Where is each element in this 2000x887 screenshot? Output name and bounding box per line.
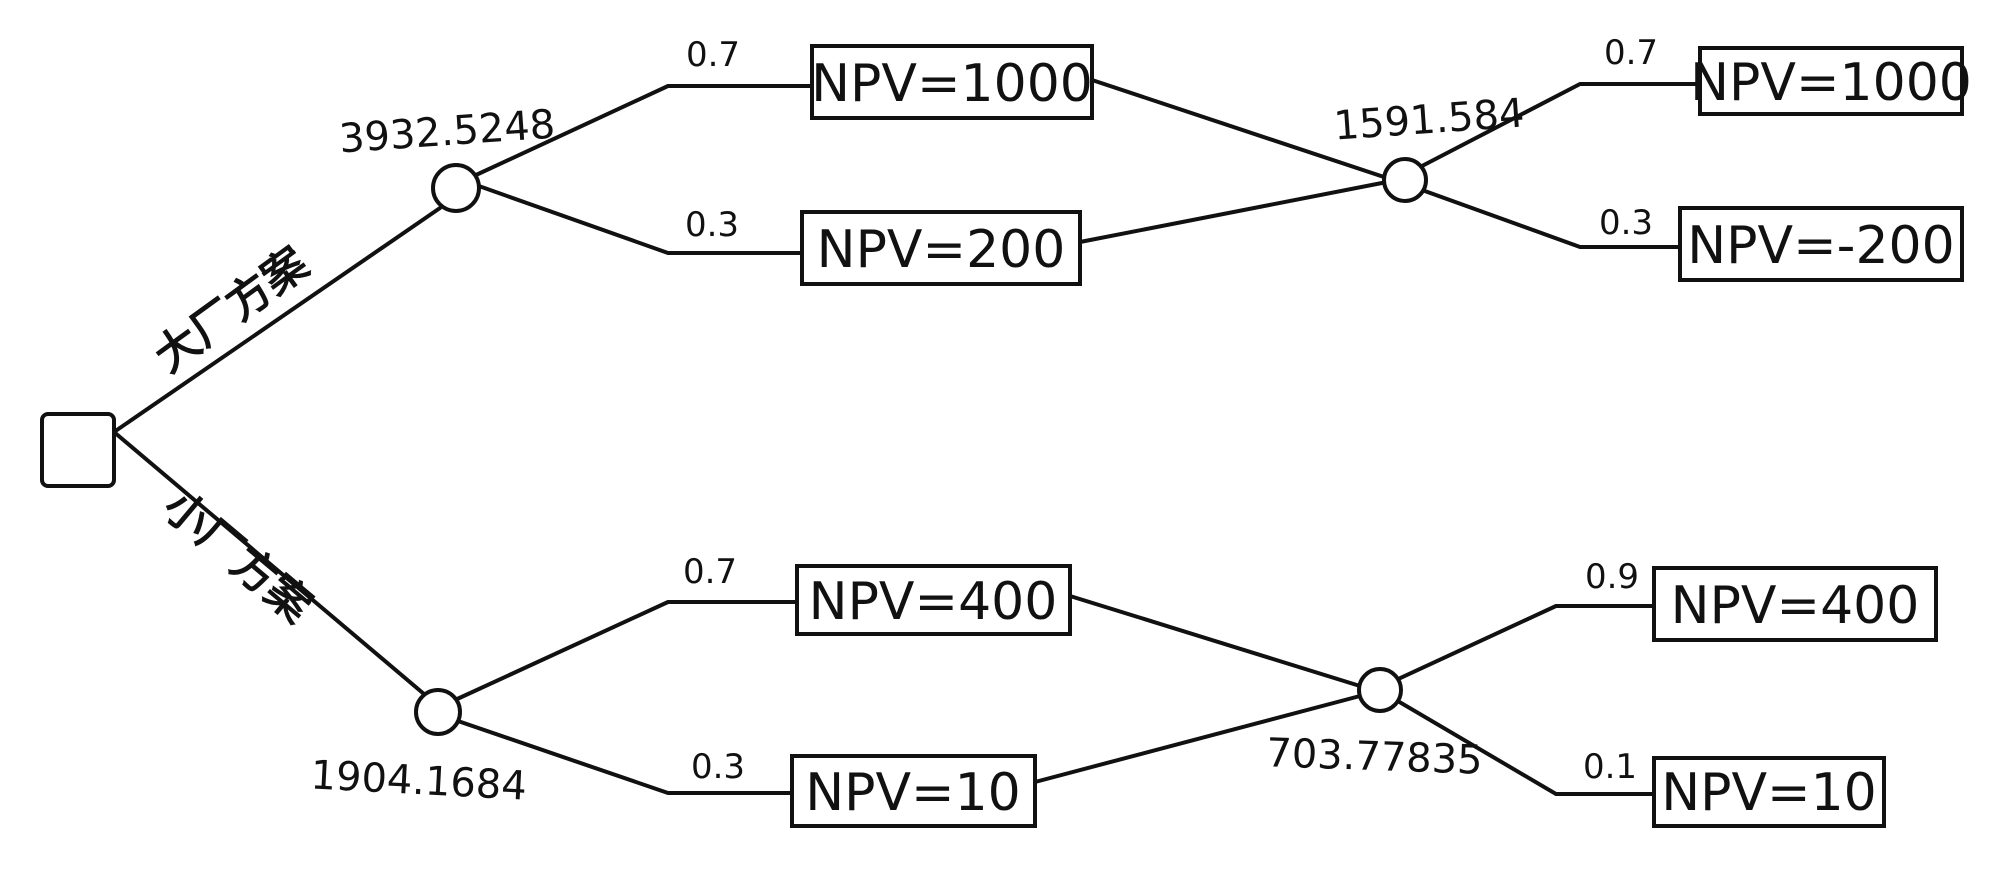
edge-large-merge-top	[1090, 78, 1389, 180]
probability-labels: 0.7 0.3 0.7 0.3 0.7 0.3 0.9 0.1	[683, 33, 1658, 787]
outcome-small-first-high: NPV=400	[809, 572, 1058, 632]
connector-lines	[112, 78, 1700, 796]
probability-small-first-high: 0.7	[683, 552, 737, 592]
chance-node-small-first	[414, 688, 462, 736]
probability-large-second-low: 0.3	[1599, 203, 1653, 243]
outcome-box-small-second-high	[1652, 566, 1938, 642]
outcome-box-large-first-high	[810, 44, 1094, 120]
outcome-box-small-second-low	[1652, 756, 1886, 828]
probability-large-second-high: 0.7	[1604, 33, 1658, 73]
probability-small-first-low: 0.3	[691, 747, 745, 787]
edge-small-second-high	[1394, 604, 1654, 682]
edge-small-first-high	[453, 600, 797, 702]
expected-value-small-second: 703.77835	[1266, 730, 1484, 784]
expected-value-small-first: 1904.1684	[309, 752, 527, 809]
outcome-small-second-high: NPV=400	[1671, 576, 1920, 636]
outcome-small-second-low: NPV=10	[1661, 763, 1877, 823]
edge-large-second-low	[1420, 188, 1680, 249]
outcome-box-large-second-low	[1678, 206, 1964, 282]
edge-small-second-low	[1394, 698, 1654, 796]
edge-large-first-low	[474, 183, 802, 255]
edge-large-first-high	[474, 84, 812, 177]
outcome-large-second-high: NPV=1000	[1690, 53, 1972, 113]
edge-large-merge-bottom	[1078, 180, 1389, 244]
outcome-large-first-low: NPV=200	[817, 220, 1066, 280]
outcome-box-large-first-low	[800, 210, 1082, 286]
outcome-boxes	[790, 44, 1964, 828]
outcome-labels: NPV=1000 NPV=200 NPV=1000 NPV=-200 NPV=4…	[805, 53, 1972, 823]
outcome-box-small-first-high	[795, 564, 1072, 636]
edge-small-first-low	[453, 718, 792, 795]
chance-node-large-first	[431, 163, 481, 213]
probability-small-second-low: 0.1	[1583, 747, 1637, 787]
outcome-box-large-second-high	[1698, 46, 1964, 116]
edge-large-plan	[112, 206, 442, 434]
chance-node-large-second	[1382, 157, 1428, 203]
probability-small-second-high: 0.9	[1585, 557, 1639, 597]
outcome-small-first-low: NPV=10	[805, 763, 1021, 823]
outcome-large-first-high: NPV=1000	[811, 54, 1093, 114]
outcome-large-second-low: NPV=-200	[1687, 216, 1954, 276]
edge-small-merge-top	[1068, 594, 1362, 688]
edge-small-plan	[112, 430, 426, 696]
branch-label-small-plan: 小厂方案	[154, 481, 322, 634]
outcome-box-small-first-low	[790, 754, 1037, 828]
edge-large-second-high	[1420, 82, 1700, 168]
chance-node-small-second	[1357, 667, 1403, 713]
edge-small-merge-bottom	[1033, 694, 1362, 784]
probability-large-first-high: 0.7	[686, 35, 740, 75]
decision-node	[40, 412, 116, 488]
probability-large-first-low: 0.3	[685, 205, 739, 245]
expected-value-large-second: 1591.584	[1332, 90, 1526, 149]
